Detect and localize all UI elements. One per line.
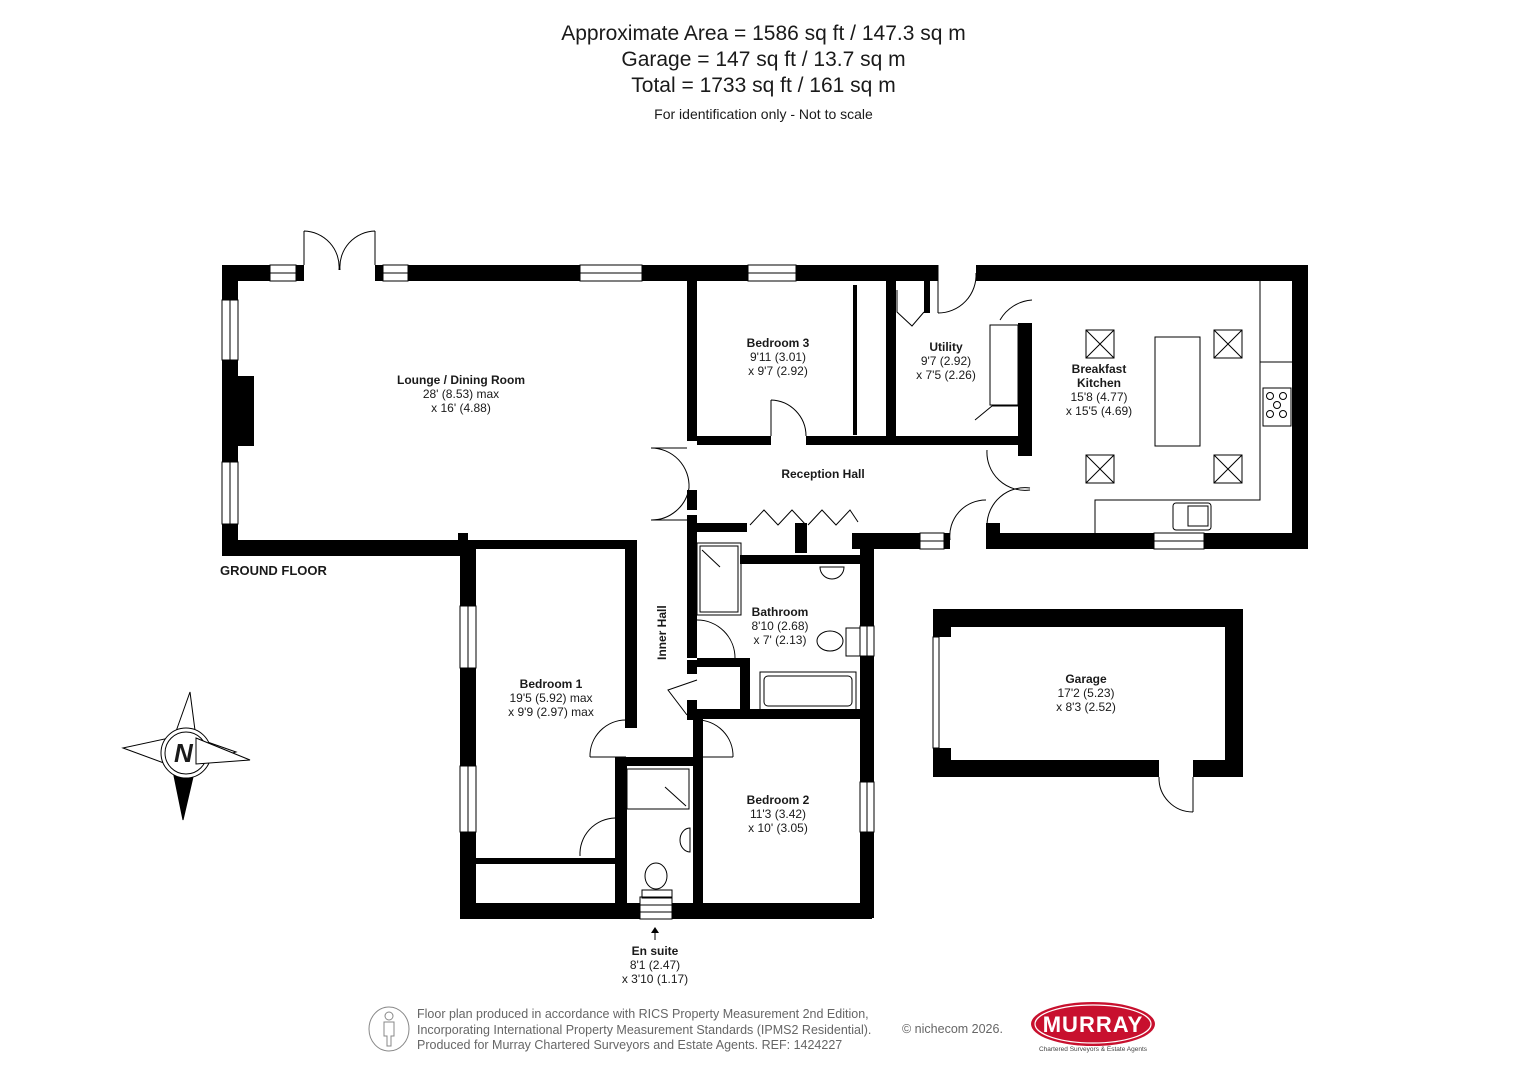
- total-area-text: Total = 1733 sq ft / 161 sq m: [631, 74, 896, 97]
- room-dim: x 3'10 (1.17): [621, 972, 689, 986]
- arrow-up-icon: [651, 927, 659, 940]
- room-name: Kitchen: [1076, 376, 1122, 390]
- person-icon: [368, 1006, 410, 1052]
- room-name: Breakfast: [1071, 362, 1127, 376]
- room-garage: Garage 17'2 (5.23) x 8'3 (2.52): [1056, 672, 1116, 714]
- room-reception-hall: Reception Hall: [781, 467, 864, 481]
- room-bedroom-3: Bedroom 3 9'11 (3.01) x 9'7 (2.92): [747, 336, 810, 378]
- footer-disclaimer: Floor plan produced in accordance with R…: [417, 1007, 871, 1054]
- fixtures: [626, 281, 1292, 899]
- walls: [222, 265, 1308, 919]
- approx-area-text: Approximate Area = 1586 sq ft / 147.3 sq…: [561, 22, 966, 45]
- room-dim: 17'2 (5.23): [1057, 686, 1115, 700]
- room-name: Lounge / Dining Room: [397, 373, 525, 387]
- logo-text: MURRAY: [1042, 1012, 1144, 1037]
- room-name: Garage: [1065, 672, 1107, 686]
- room-dim: 28' (8.53) max: [422, 387, 500, 401]
- north-compass-icon: [121, 691, 251, 821]
- area-summary: Approximate Area = 1586 sq ft / 147.3 sq…: [0, 21, 1527, 123]
- room-dim: 8'1 (2.47): [629, 958, 681, 972]
- doors: [303, 230, 1194, 857]
- room-bedroom-1: Bedroom 1 19'5 (5.92) max x 9'9 (2.97) m…: [508, 677, 594, 719]
- room-dim: x 9'7 (2.92): [748, 364, 808, 378]
- footer-line-1: Floor plan produced in accordance with R…: [417, 1007, 869, 1021]
- murray-logo: [1031, 1002, 1155, 1046]
- room-bedroom-2: Bedroom 2 11'3 (3.42) x 10' (3.05): [747, 793, 810, 835]
- garage-area-text: Garage = 147 sq ft / 13.7 sq m: [621, 48, 906, 71]
- room-dim: 19'5 (5.92) max: [509, 691, 593, 705]
- room-lounge: Lounge / Dining Room 28' (8.53) max x 16…: [397, 373, 525, 415]
- room-en-suite: En suite 8'1 (2.47) x 3'10 (1.17): [622, 944, 688, 986]
- room-name: Bedroom 2: [746, 793, 810, 807]
- room-dim: 15'8 (4.77): [1070, 390, 1128, 404]
- room-breakfast-kitchen: Breakfast Kitchen 15'8 (4.77) x 15'5 (4.…: [1066, 362, 1132, 418]
- room-dim: 9'7 (2.92): [920, 354, 972, 368]
- room-dim: x 8'3 (2.52): [1056, 700, 1116, 714]
- room-name: Bedroom 3: [746, 336, 810, 350]
- logo-subtitle: Chartered Surveyors & Estate Agents: [1038, 1046, 1148, 1053]
- room-name: Bedroom 1: [519, 677, 583, 691]
- footer-line-2: Incorporating International Property Mea…: [417, 1022, 872, 1037]
- room-dim: x 16' (4.88): [431, 401, 491, 415]
- footer-line-3: Produced for Murray Chartered Surveyors …: [417, 1038, 843, 1052]
- room-name: Bathroom: [751, 605, 809, 619]
- scale-note: For identification only - Not to scale: [654, 106, 873, 122]
- compass-north-label: N: [174, 738, 193, 768]
- windows: [221, 264, 1205, 920]
- room-dim: x 7' (2.13): [753, 633, 807, 647]
- room-dim: x 9'9 (2.97) max: [508, 705, 594, 719]
- floor-label: GROUND FLOOR: [220, 563, 327, 578]
- room-dim: x 10' (3.05): [748, 821, 808, 835]
- room-dim: x 15'5 (4.69): [1065, 404, 1133, 418]
- room-name: En suite: [631, 944, 679, 958]
- room-dim: x 7'5 (2.26): [916, 368, 976, 382]
- room-name: Reception Hall: [781, 467, 865, 481]
- murray-logo-box: MURRAY: [1030, 1004, 1156, 1044]
- room-utility: Utility 9'7 (2.92) x 7'5 (2.26): [916, 340, 976, 382]
- room-bathroom: Bathroom 8'10 (2.68) x 7' (2.13): [752, 605, 809, 647]
- room-dim: 8'10 (2.68): [751, 619, 809, 633]
- footer-copyright: © nichecom 2026.: [902, 1022, 1003, 1036]
- room-dim: 9'11 (3.01): [749, 350, 807, 364]
- room-inner-hall: Inner Hall: [655, 605, 669, 660]
- room-name: Utility: [929, 340, 963, 354]
- room-dim: 11'3 (3.42): [749, 807, 807, 821]
